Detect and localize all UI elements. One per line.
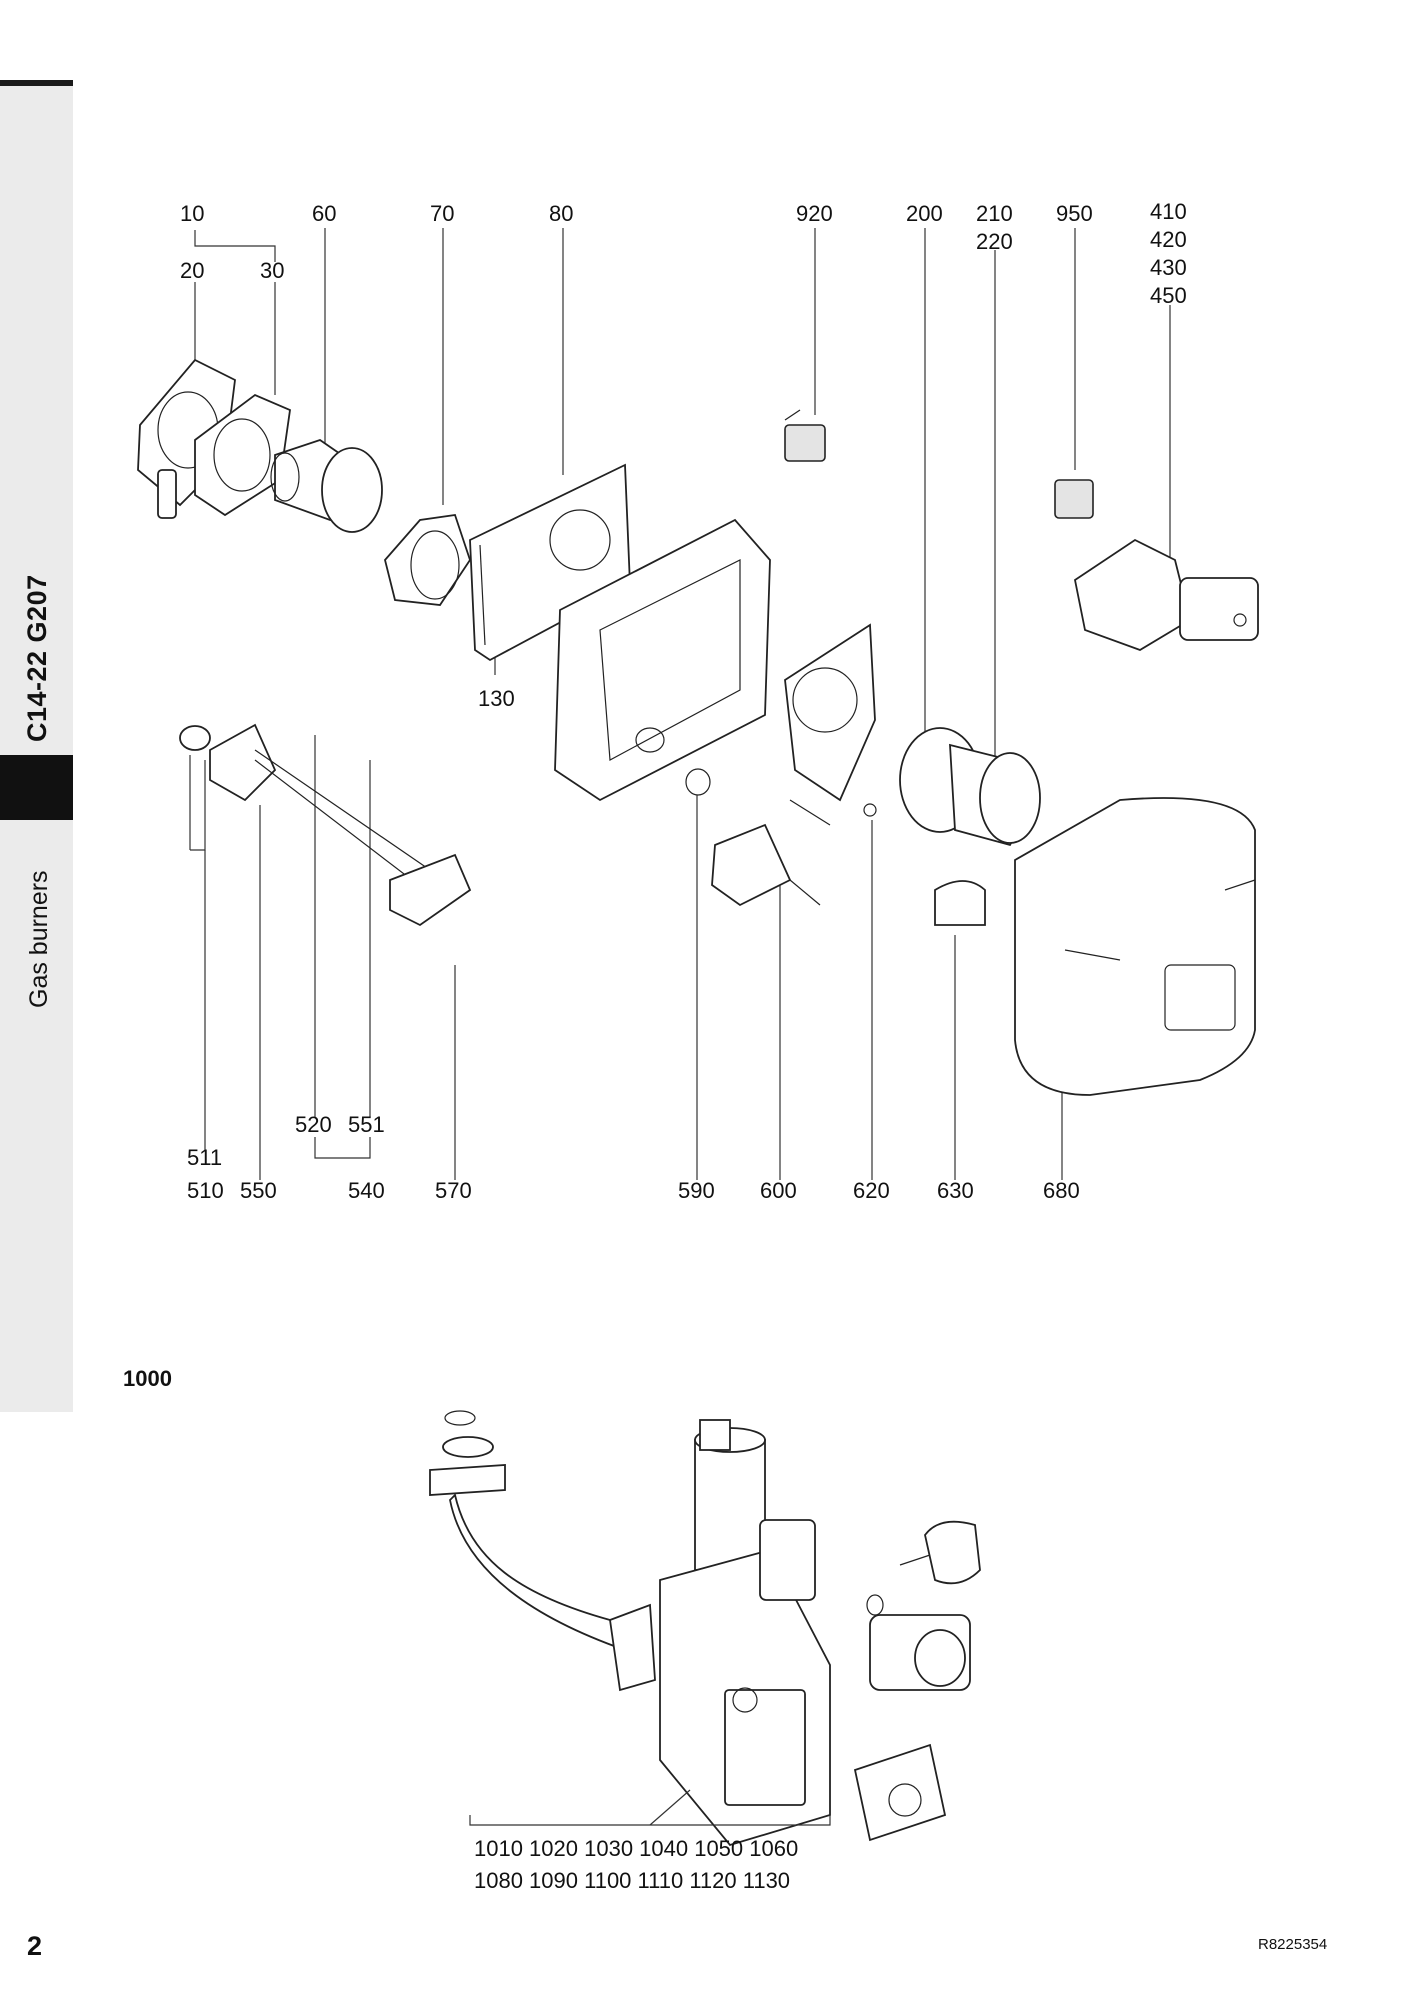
document-reference: R8225354 bbox=[1258, 1936, 1328, 1953]
callout-410: 410 bbox=[1150, 199, 1187, 224]
callout-20: 20 bbox=[180, 258, 205, 283]
parts-list-row-1: 1010 1020 1030 1040 1050 1060 bbox=[474, 1836, 799, 1861]
side-tab-rule bbox=[0, 80, 73, 86]
flame-head-drawing bbox=[384, 514, 471, 606]
callout-30: 30 bbox=[260, 258, 285, 283]
callout-10: 10 bbox=[180, 201, 205, 226]
callout-920: 920 bbox=[796, 201, 833, 226]
blast-tube-drawing bbox=[270, 439, 383, 533]
callout-220: 220 bbox=[976, 229, 1013, 254]
control-box-drawing bbox=[1073, 538, 1259, 651]
callout-600: 600 bbox=[760, 1178, 797, 1203]
callout-430: 430 bbox=[1150, 255, 1187, 280]
callout-630: 630 bbox=[937, 1178, 974, 1203]
callout-130: 130 bbox=[478, 686, 515, 711]
page-number: 2 bbox=[27, 1931, 43, 1961]
callout-200: 200 bbox=[906, 201, 943, 226]
relay-drawing bbox=[1054, 479, 1094, 519]
callout-450: 450 bbox=[1150, 283, 1187, 308]
callout-550: 550 bbox=[240, 1178, 277, 1203]
callout-520: 520 bbox=[295, 1112, 332, 1137]
callout-680: 680 bbox=[1043, 1178, 1080, 1203]
section-title-1000: 1000 bbox=[123, 1366, 172, 1391]
ignition-transformer-drawing bbox=[711, 823, 821, 907]
mounting-flange-drawing bbox=[137, 358, 291, 519]
small-parts-drawing bbox=[685, 768, 986, 926]
housing-drawing bbox=[554, 518, 771, 802]
callout-210: 210 bbox=[976, 201, 1013, 226]
callout-70: 70 bbox=[430, 201, 455, 226]
callout-60: 60 bbox=[312, 201, 337, 226]
ignition-part-drawing bbox=[784, 409, 826, 462]
motor-fan-drawing bbox=[899, 727, 1041, 847]
callout-540: 540 bbox=[348, 1178, 385, 1203]
callout-570: 570 bbox=[435, 1178, 472, 1203]
callout-510: 510 bbox=[187, 1178, 224, 1203]
callout-950: 950 bbox=[1056, 201, 1093, 226]
callout-420: 420 bbox=[1150, 227, 1187, 252]
burner-cover-drawing bbox=[1014, 797, 1256, 1096]
ignition-electrode-drawing bbox=[179, 723, 472, 927]
side-tab-marker bbox=[0, 755, 73, 820]
callout-620: 620 bbox=[853, 1178, 890, 1203]
callout-511: 511 bbox=[187, 1145, 223, 1170]
air-damper-plate-drawing bbox=[784, 623, 876, 802]
parts-list-row-2: 1080 1090 1100 1110 1120 1130 bbox=[474, 1868, 791, 1893]
callout-80: 80 bbox=[549, 201, 574, 226]
gas-valve-train-drawing bbox=[429, 1410, 981, 1847]
leader-lines bbox=[189, 228, 1171, 1180]
callout-590: 590 bbox=[678, 1178, 715, 1203]
side-tab bbox=[0, 82, 73, 1412]
callout-551: 551 bbox=[348, 1112, 385, 1137]
